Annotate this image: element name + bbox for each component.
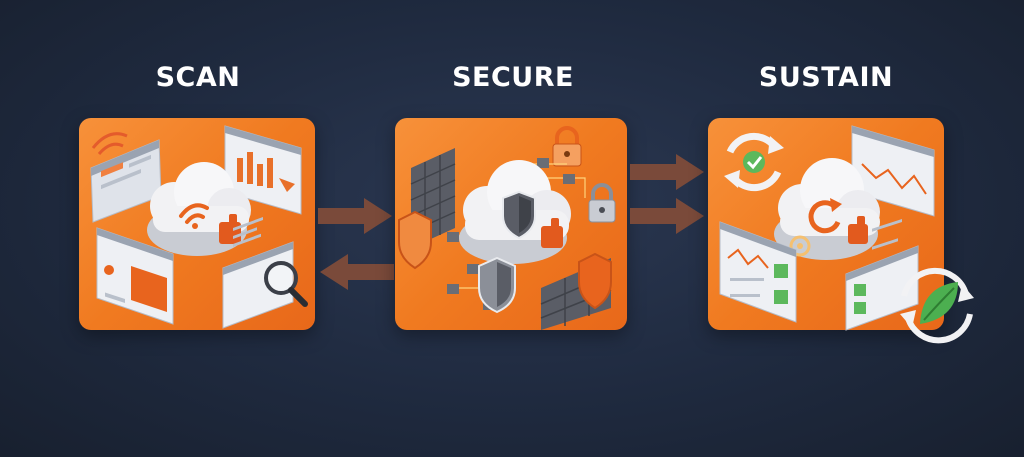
shield-icon	[398, 210, 432, 270]
thumbs-up-icon	[541, 218, 563, 248]
scan-title: SCAN	[155, 62, 241, 93]
cycle-arrows-icon	[900, 267, 974, 344]
checklist-window-icon	[719, 221, 797, 323]
arrow-right-scan-secure	[318, 198, 392, 234]
thumbs-up-icon	[848, 216, 868, 244]
line-chart-window-icon	[851, 125, 935, 217]
arrow-right-secure-sustain-top	[630, 154, 704, 190]
scan-panel	[79, 118, 315, 330]
secure-panel	[395, 118, 627, 330]
sustain-title: SUSTAIN	[758, 62, 894, 93]
cloud-icon	[774, 158, 880, 260]
secure-title: SECURE	[452, 62, 574, 93]
leaf-icon	[920, 282, 958, 324]
gear-icon	[789, 235, 811, 257]
shield-icon	[478, 256, 516, 314]
refresh-icon	[724, 132, 784, 192]
checklist-window-icon	[845, 218, 919, 331]
arrow-left-secure-scan	[320, 254, 394, 290]
padlock-icon	[588, 183, 616, 223]
sustain-panel	[708, 118, 974, 344]
magnifier-icon	[264, 261, 308, 307]
shield-icon	[502, 190, 536, 240]
wifi-signal-icon	[91, 132, 128, 156]
padlock-icon	[552, 126, 582, 167]
bar-chart-window-icon	[224, 125, 302, 215]
arrow-right-secure-sustain-bottom	[630, 198, 704, 234]
dashboard-window-icon	[90, 139, 162, 223]
media-window-icon	[96, 227, 174, 325]
shield-icon	[578, 252, 612, 310]
